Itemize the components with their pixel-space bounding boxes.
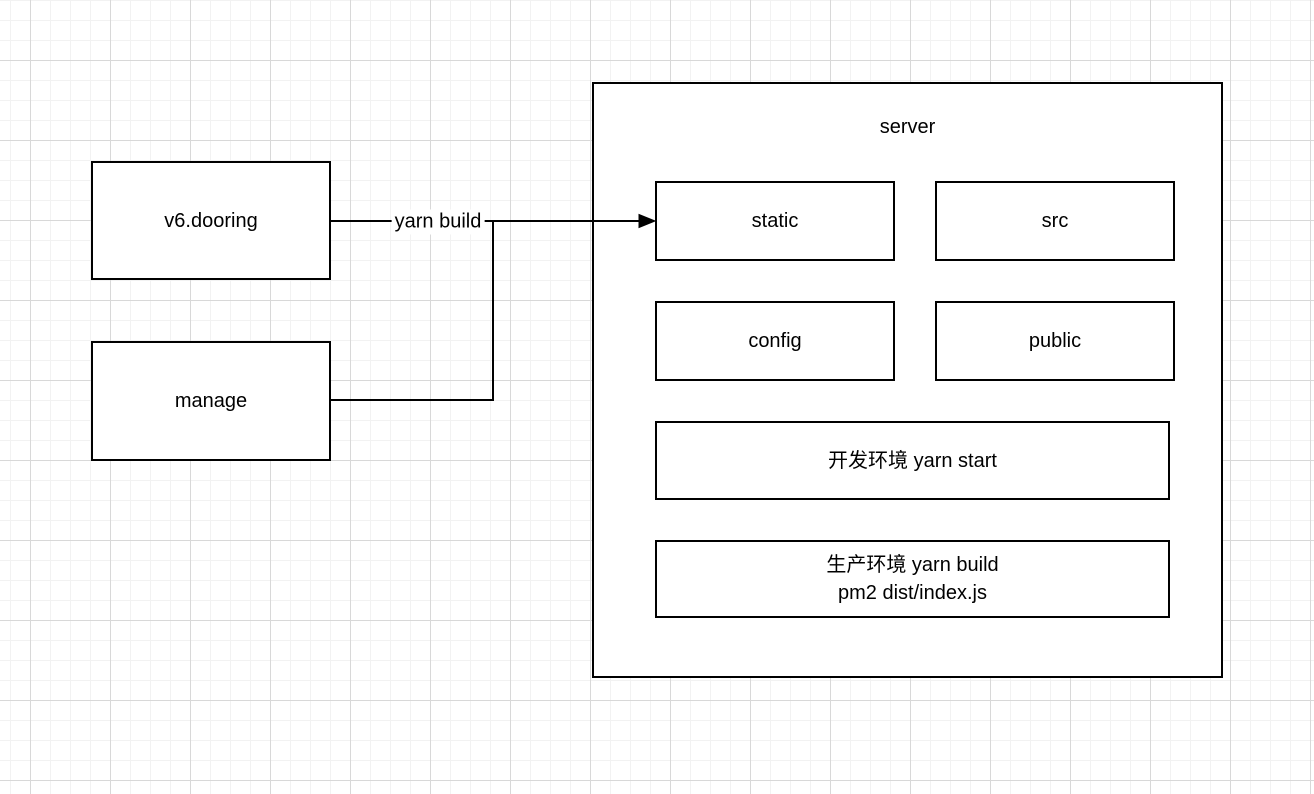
node-prod-env-label-line2: pm2 dist/index.js xyxy=(838,582,987,604)
node-v6-dooring[interactable]: v6.dooring xyxy=(91,161,331,280)
node-src-label: src xyxy=(1041,210,1069,232)
node-server-label: server xyxy=(879,116,936,138)
node-public[interactable]: public xyxy=(935,301,1175,381)
node-prod-env-label-line1: 生产环境 yarn build xyxy=(826,554,999,576)
node-dev-env-label: 开发环境 yarn start xyxy=(828,449,997,472)
node-manage[interactable]: manage xyxy=(91,341,331,461)
node-src[interactable]: src xyxy=(935,181,1175,261)
node-config-label: config xyxy=(748,330,802,352)
node-v6-dooring-label: v6.dooring xyxy=(164,209,258,232)
node-static-label: static xyxy=(751,210,799,232)
node-public-label: public xyxy=(1028,330,1082,352)
node-prod-env[interactable]: 生产环境 yarn build pm2 dist/index.js xyxy=(655,540,1170,618)
node-manage-label: manage xyxy=(174,390,248,412)
edge-label-yarn-build[interactable]: yarn build xyxy=(391,209,485,235)
node-config[interactable]: config xyxy=(655,301,895,381)
node-dev-env[interactable]: 开发环境 yarn start xyxy=(655,421,1170,500)
node-static[interactable]: static xyxy=(655,181,895,261)
edge-manage-join[interactable] xyxy=(331,221,494,401)
